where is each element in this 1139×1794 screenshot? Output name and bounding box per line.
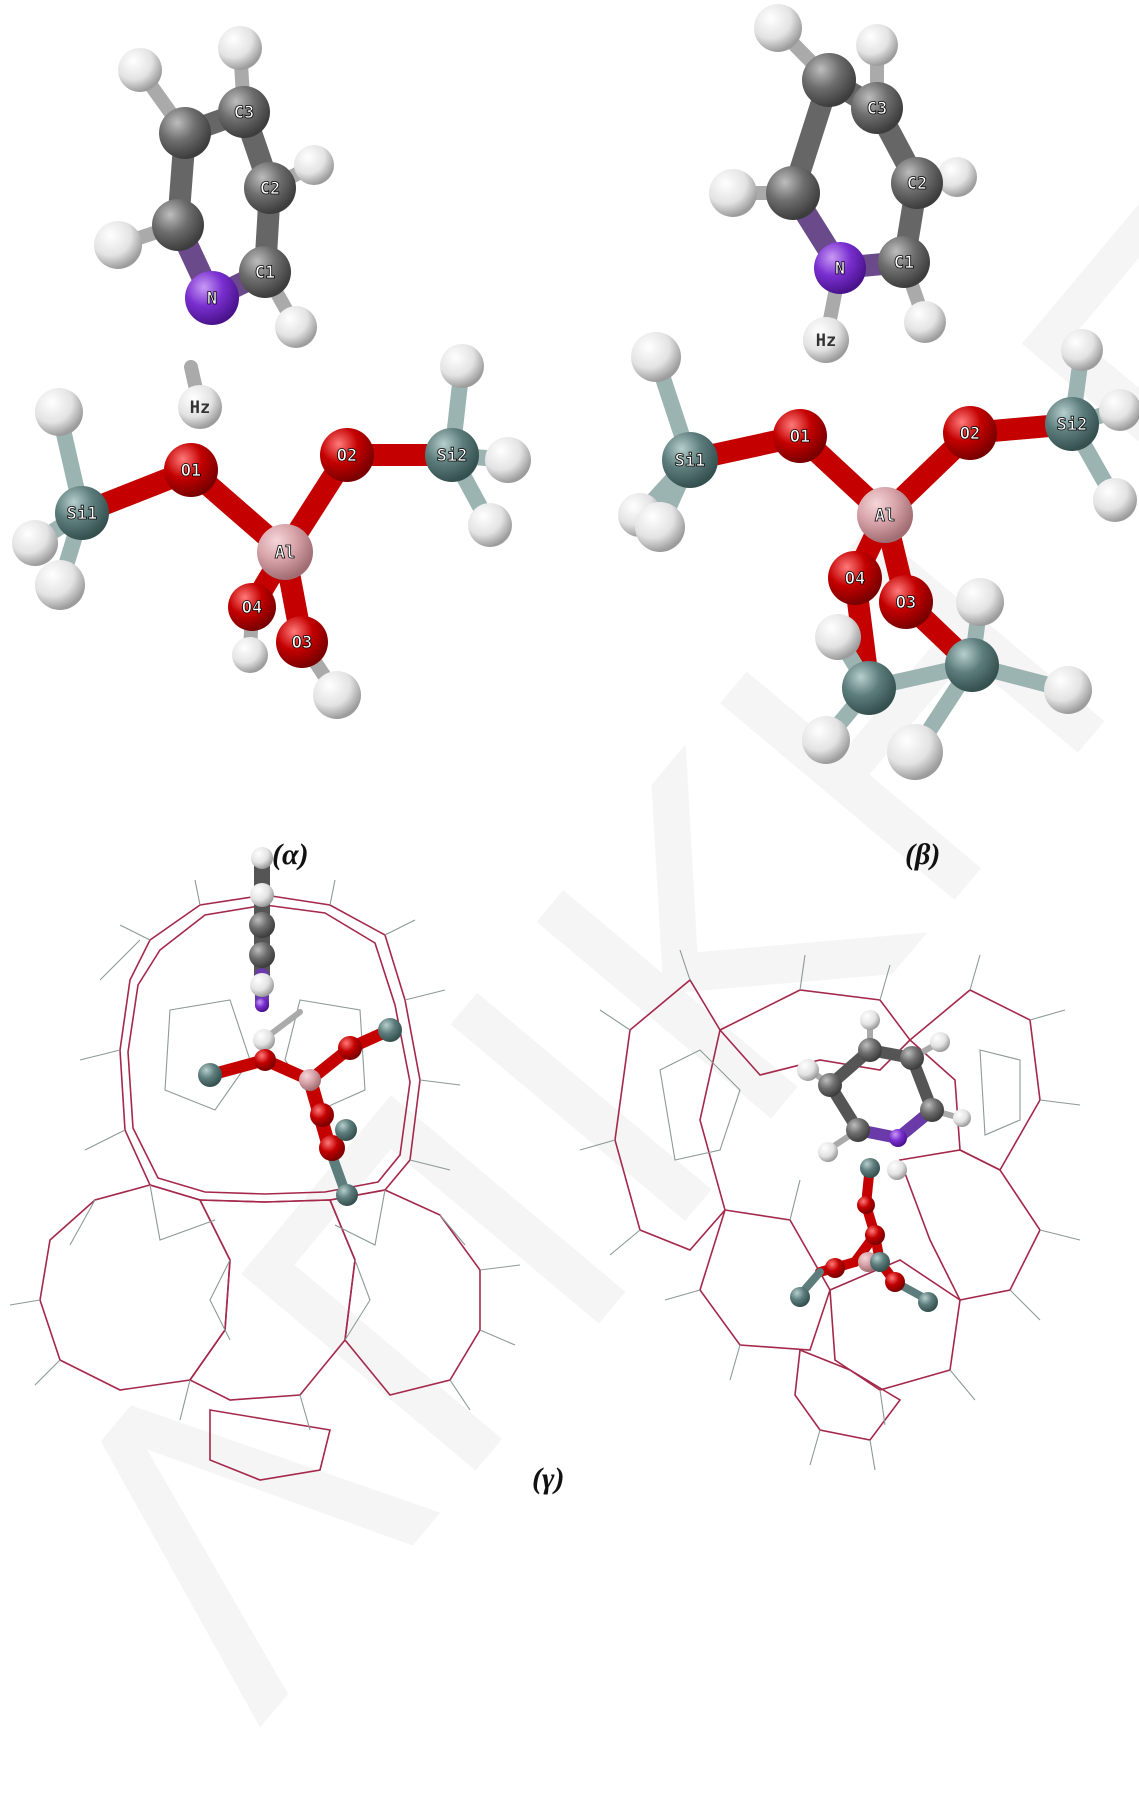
label-a-o1: O1 xyxy=(181,461,201,481)
label-a-si2: Si2 xyxy=(437,446,468,466)
caption-beta: (β) xyxy=(905,838,941,871)
label-b-hz: Hz xyxy=(816,331,836,351)
label-b-o1: O1 xyxy=(790,427,810,447)
label-a-c1: C1 xyxy=(255,263,275,283)
panel-gamma-right-framework xyxy=(579,949,1081,1471)
label-b-si2: Si2 xyxy=(1057,415,1088,435)
label-a-si1: Si1 xyxy=(67,504,98,524)
label-b-al: Al xyxy=(875,506,895,526)
label-a-o2: O2 xyxy=(337,446,357,466)
caption-gamma: (γ) xyxy=(532,1462,565,1495)
label-b-o2: O2 xyxy=(960,424,980,444)
panel-gamma-left-framework xyxy=(9,847,521,1481)
caption-alpha: (α) xyxy=(272,838,309,871)
label-b-o4: O4 xyxy=(845,569,865,589)
label-a-al: Al xyxy=(275,543,295,563)
label-a-o4: O4 xyxy=(242,598,262,618)
label-b-n: N xyxy=(835,259,845,279)
panel-beta-molecule: C3 C2 C1 N Hz O1 O2 Si1 Si2 Al O4 O3 xyxy=(618,4,1139,780)
label-a-c2: C2 xyxy=(260,179,280,199)
label-a-hz: Hz xyxy=(190,398,210,418)
label-b-c3: C3 xyxy=(867,99,887,119)
label-a-c3: C3 xyxy=(234,103,254,123)
label-b-o3: O3 xyxy=(896,593,916,613)
label-b-si1: Si1 xyxy=(675,451,706,471)
label-a-o3: O3 xyxy=(292,633,312,653)
label-a-n: N xyxy=(207,289,217,309)
label-b-c2: C2 xyxy=(907,174,927,194)
label-b-c1: C1 xyxy=(894,253,914,273)
figure-canvas: C3 C2 C1 N Hz O1 O2 Si1 Si2 Al O4 O3 xyxy=(9,4,1139,1481)
panel-alpha-molecule: C3 C2 C1 N Hz O1 O2 Si1 Si2 Al O4 O3 xyxy=(12,26,531,719)
